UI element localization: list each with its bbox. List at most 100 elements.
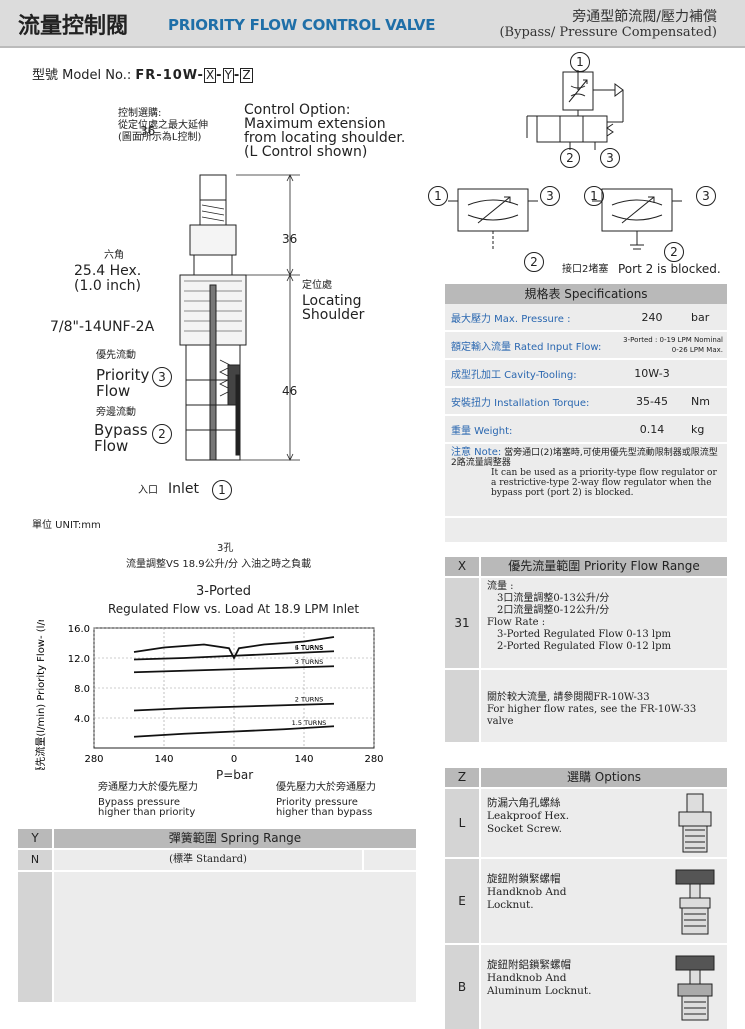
option-cn: 防漏六角孔螺絲 [487,797,561,809]
spec-value: 10W-3 [634,366,670,380]
range-l4: Flow Rate : [487,617,546,628]
spec-pad [445,518,727,542]
port-3-marker: 3 [152,367,172,387]
spec-row-flow: 額定輸入流量 Rated Input Flow: 3-Ported : 0-19… [445,332,727,360]
spec-head: 規格表 Specifications [445,284,727,304]
control-en-3: from locating shoulder. [244,130,406,146]
control-cn-1: 控制選購: [118,108,162,119]
range-row-31: 31 流量 : 3口流量調整0-13公升/分 2口流量調整0-12公升/分 Fl… [445,576,727,668]
specifications-table: 規格表 Specifications 最大壓力 Max. Pressure : … [445,284,727,542]
range-title: 優先流量範圍 Priority Flow Range [508,559,700,573]
chart-series [133,636,335,738]
hydraulic-symbol-main [526,70,624,150]
priority-en-1: Priority [96,366,150,384]
spec-key: 安裝扭力 Installation Torque: [451,397,590,409]
spec-unit: Nm [691,394,710,408]
valve-cross-section-drawing [179,174,300,461]
range-l6: 2-Ported Regulated Flow 0-12 lpm [497,641,671,652]
dim-46-label: 46 [282,384,298,398]
sym-port-1: 1 [570,52,590,72]
spring-row-empty-key [18,872,54,1002]
chart-x-axis-label: P=bar [216,768,254,782]
chart-y-ticks: 16.012.08.04.0 [68,624,90,725]
spec-value: 35-45 [636,394,668,408]
model-dash-1: - [216,68,223,83]
chart-pre-title-cn: 3孔 [217,543,234,554]
title-en: PRIORITY FLOW CONTROL VALVE [168,16,436,34]
spec-row-cavity: 成型孔加工 Cavity-Tooling: 10W-3 [445,360,727,388]
option-key: B [445,945,481,1029]
chart-left-en-2: higher than priority [98,807,196,818]
spec-key: 最大壓力 Max. Pressure : [451,313,571,325]
leakproof-screw-image [663,789,727,857]
spring-row-empty [18,870,416,1002]
chart-right-en-1: Priority pressure [276,797,358,808]
title-cn: 流量控制閥 [18,14,129,39]
alt-port-2: 2 [524,252,544,272]
spring-key-header: Y [18,829,54,848]
plug-en: Port 2 is blocked. [618,262,721,276]
chart-series-label: 4 TURNS [295,643,323,651]
note-cn: 當旁通口(2)堵塞時,可使用優先型流動限制器或限流型2路流量調整器 [451,448,718,468]
subtitle-cn: 旁通型節流閥/壓力補償 [572,9,717,25]
range-more-cn: 關於較大流量, 請參閱閥FR-10W-33 [487,692,650,703]
chart-series-line [133,650,335,661]
spec-value: 0.14 [639,422,665,436]
option-key: L [445,789,481,857]
chart-pre-title-cn2: 流量調整VS 18.9公升/分 入油之時之負載 [126,559,312,570]
dim-36-label: 36 [282,232,298,246]
spring-row-key: N [18,850,54,870]
priority-cn: 優先流動 [96,350,136,361]
option-key: E [445,859,481,943]
alt2-port-1: 1 [584,186,604,206]
chart-y-tick: 4.0 [74,714,90,725]
option-en-1: Leakproof Hex. [487,810,570,822]
spec-key: 成型孔加工 Cavity-Tooling: [451,369,577,381]
spec-key: 重量 Weight: [451,425,513,437]
control-en-1: Control Option: [244,102,351,118]
spring-row-value: (標準 Standard) [54,850,364,870]
sym-port-2: 2 [560,148,580,168]
sym-port-3: 3 [600,148,620,168]
range-l2: 3口流量調整0-13公升/分 [497,593,610,604]
control-en-2: Maximum extension [244,116,386,132]
header-bar [0,0,745,48]
chart-subtitle: Regulated Flow vs. Load At 18.9 LPM Inle… [108,602,360,616]
chart-title: 3-Ported [196,584,251,599]
control-en-4: (L Control shown) [244,144,368,160]
unit-label: 單位 UNIT:mm [32,520,101,531]
spec-row-torque: 安裝扭力 Installation Torque: 35-45 Nm [445,388,727,416]
spec-key: 額定輸入流量 Rated Input Flow: [451,341,602,353]
spec-flow-max: 0-26 LPM Max. [671,346,723,354]
bypass-en-2: Flow [94,437,129,455]
hydraulic-symbol-alt [448,188,682,250]
spec-flow-nominal: 3-Ported : 0-19 LPM Nominal [623,336,723,344]
options-key-header: Z [445,768,481,787]
chart-y-tick: 16.0 [68,624,90,635]
plug-cn: 接口2堵塞 [562,264,609,275]
option-en-2: Socket Screw. [487,823,562,835]
chart-series-label: 1.5 TURNS [292,719,327,727]
hex-en-2: (1.0 inch) [74,278,141,294]
model-dash-2: - [233,68,241,83]
chart-left-en-1: Bypass pressure [98,797,181,808]
handknob-aluminum-locknut-image [663,945,727,1029]
hex-en-1: 25.4 Hex. [74,263,142,279]
spec-value-flow: 3-Ported : 0-19 LPM Nominal 0-26 LPM Max… [613,335,727,355]
alt2-port-3: 3 [696,186,716,206]
range-key-header: X [445,557,481,576]
chart-x-tick: 140 [154,754,173,765]
range-row-key: 31 [445,578,481,668]
range-l3: 2口流量調整0-12公升/分 [497,605,610,616]
range-row-empty-key [445,670,481,742]
option-body: 旋鈕附鋁鎖緊螺帽 Handknob And Aluminum Locknut. [481,945,663,1029]
port-2-marker: 2 [152,424,172,444]
locate-cn: 定位處 [302,280,332,291]
options-table: Z 選購 Options L 防漏六角孔螺絲 Leakproof Hex. So… [445,768,727,1029]
range-more-body: 關於較大流量, 請參閱閥FR-10W-33 For higher flow ra… [481,670,727,742]
model-code: FR-10W- [135,68,204,83]
model-y: Y [222,68,234,83]
option-en-2: Locknut. [487,899,534,911]
chart-y-tick: 8.0 [74,684,90,695]
